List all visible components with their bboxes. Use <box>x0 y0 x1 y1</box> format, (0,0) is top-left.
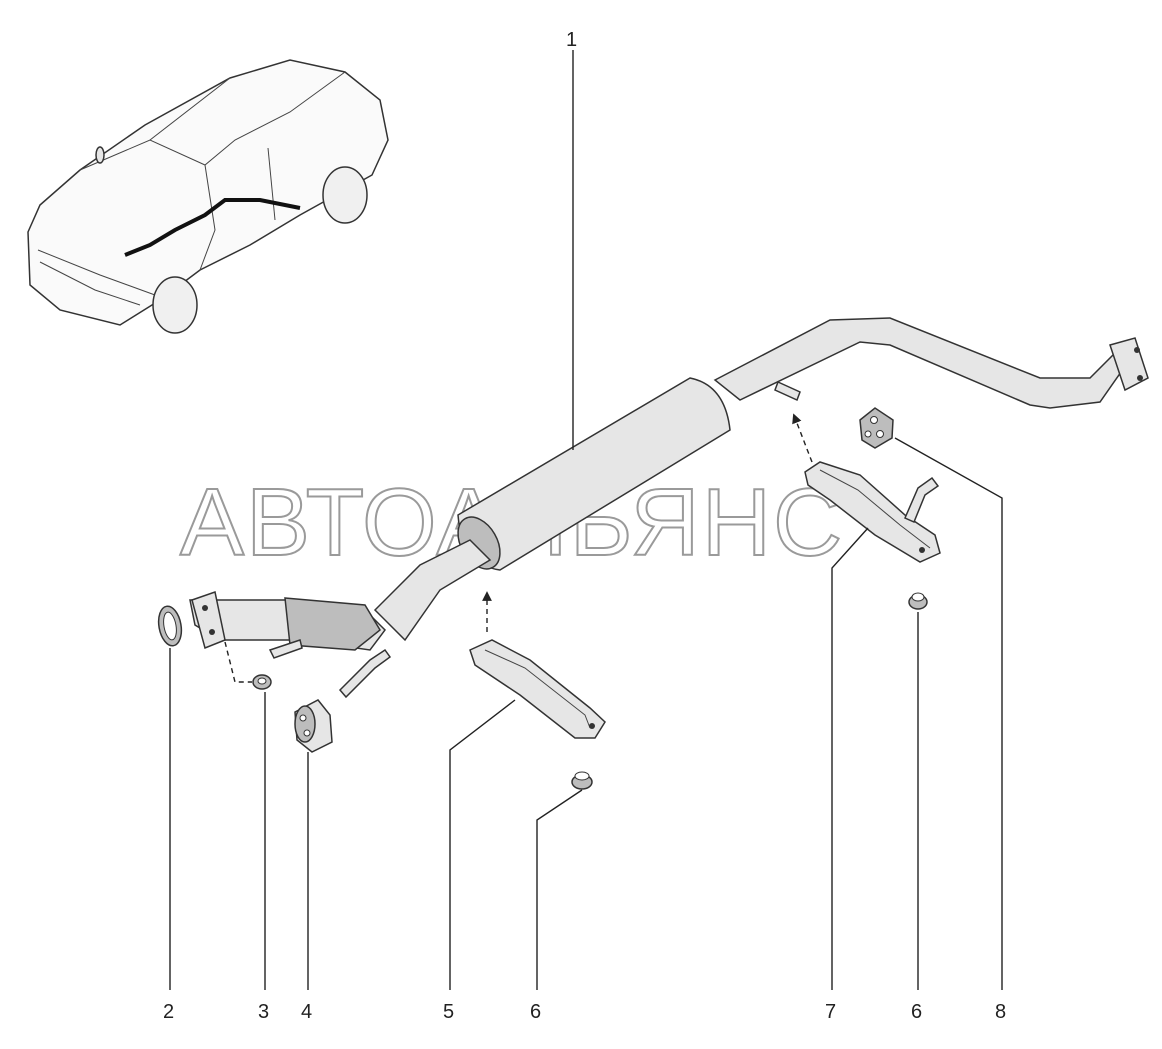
callout-1: 1 <box>566 29 577 51</box>
part-7-heat-shield-rear <box>804 461 941 563</box>
part-4-rubber-cushion <box>294 699 333 753</box>
callout-8: 8 <box>995 1001 1006 1023</box>
callout-7: 7 <box>825 1001 836 1023</box>
part-2-gasket <box>157 605 183 647</box>
callout-6a: 6 <box>530 1001 541 1023</box>
callout-5: 5 <box>443 1001 454 1023</box>
callout-4: 4 <box>301 1001 312 1023</box>
car-locator-illustration <box>27 59 389 334</box>
callout-2: 2 <box>163 1001 174 1023</box>
callout-6b: 6 <box>911 1001 922 1023</box>
part-6-clip-nut-rear <box>908 592 928 610</box>
part-5-heat-shield <box>469 639 606 739</box>
part-6-clip-nut-front <box>571 771 593 790</box>
part-1-exhaust-muffler-pipe <box>189 317 1149 699</box>
callout-3: 3 <box>258 1001 269 1023</box>
part-3-nut <box>252 674 272 690</box>
part-8-mount-rubber <box>859 407 894 449</box>
